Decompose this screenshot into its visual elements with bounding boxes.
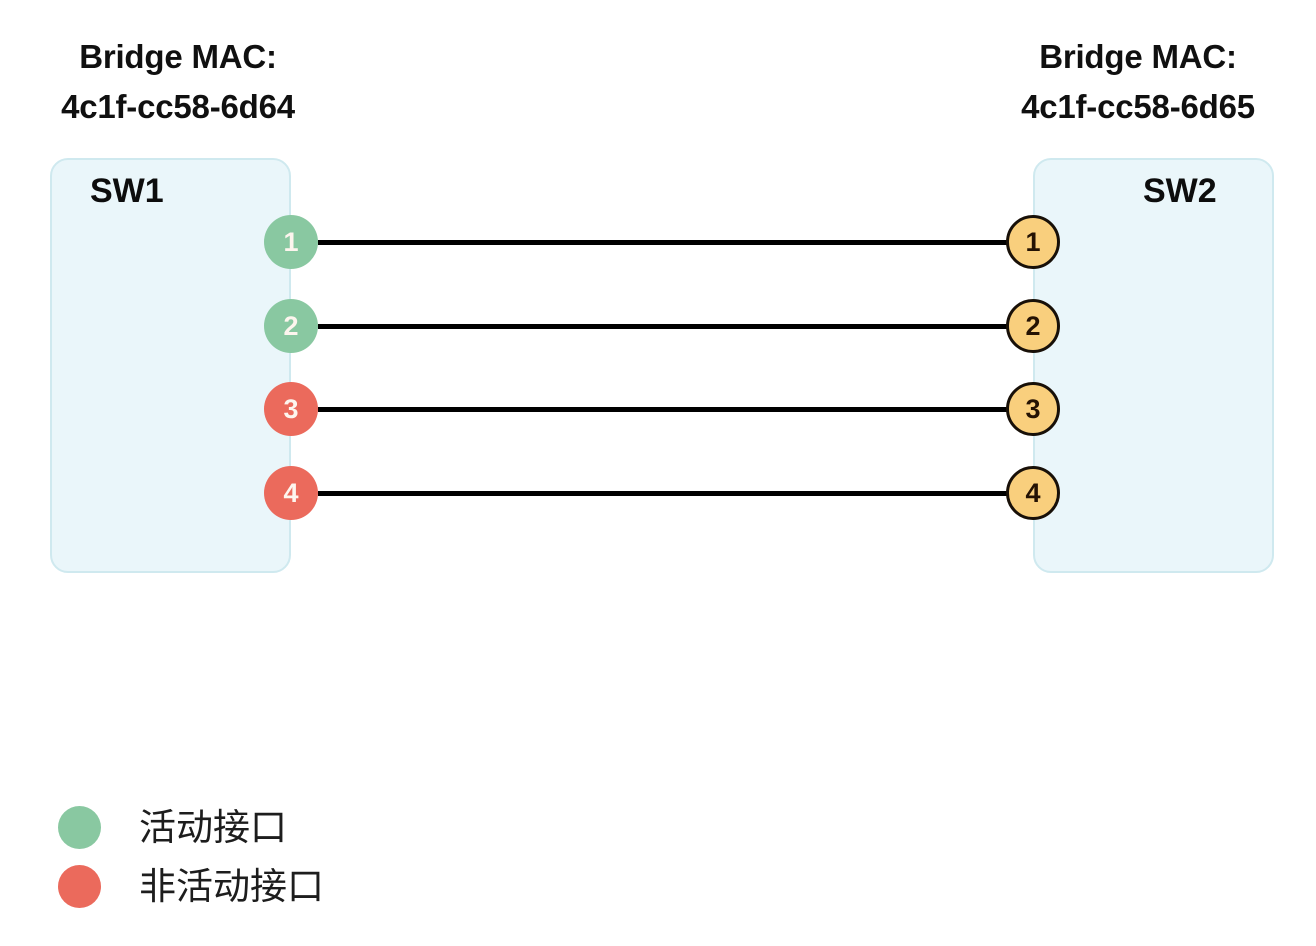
bridge-mac-label-sw2: Bridge MAC: 4c1f-cc58-6d65 xyxy=(960,32,1316,132)
legend-item-inactive: 非活动接口 xyxy=(58,857,324,916)
legend: 活动接口 非活动接口 xyxy=(58,798,324,916)
port-sw2-2-label: 2 xyxy=(1025,310,1041,341)
switch-name-sw1: SW1 xyxy=(90,172,164,210)
port-sw1-2-label: 2 xyxy=(283,310,299,341)
legend-dot-inactive-icon xyxy=(58,865,101,908)
legend-dot-active-icon xyxy=(58,806,101,849)
bridge-mac-label-sw1: Bridge MAC: 4c1f-cc58-6d64 xyxy=(0,32,356,132)
port-sw1-3[interactable]: 3 xyxy=(264,382,318,436)
port-sw2-4-label: 4 xyxy=(1025,477,1041,508)
bridge-mac-title-sw2: Bridge MAC: xyxy=(1039,38,1237,75)
port-sw2-1[interactable]: 1 xyxy=(1006,215,1060,269)
port-sw2-4[interactable]: 4 xyxy=(1006,466,1060,520)
bridge-mac-value-sw2: 4c1f-cc58-6d65 xyxy=(1021,88,1255,125)
switch-name-sw2: SW2 xyxy=(1143,172,1217,210)
port-sw1-2[interactable]: 2 xyxy=(264,299,318,353)
port-sw2-3-label: 3 xyxy=(1025,393,1041,424)
port-sw2-1-label: 1 xyxy=(1025,226,1041,257)
legend-label-inactive: 非活动接口 xyxy=(139,866,324,907)
port-sw2-2[interactable]: 2 xyxy=(1006,299,1060,353)
port-sw1-3-label: 3 xyxy=(283,393,299,424)
port-sw1-1-label: 1 xyxy=(283,226,299,257)
legend-label-active: 活动接口 xyxy=(139,807,287,848)
bridge-mac-value-sw1: 4c1f-cc58-6d64 xyxy=(61,88,295,125)
switch-box-sw2[interactable] xyxy=(1033,158,1274,573)
port-sw1-4[interactable]: 4 xyxy=(264,466,318,520)
link-line-1 xyxy=(318,240,1014,245)
link-line-4 xyxy=(318,491,1014,496)
port-sw2-3[interactable]: 3 xyxy=(1006,382,1060,436)
bridge-mac-title-sw1: Bridge MAC: xyxy=(79,38,277,75)
port-sw1-1[interactable]: 1 xyxy=(264,215,318,269)
legend-item-active: 活动接口 xyxy=(58,798,324,857)
port-sw1-4-label: 4 xyxy=(283,477,299,508)
link-line-2 xyxy=(318,324,1014,329)
link-line-3 xyxy=(318,407,1014,412)
switch-box-sw1[interactable] xyxy=(50,158,291,573)
